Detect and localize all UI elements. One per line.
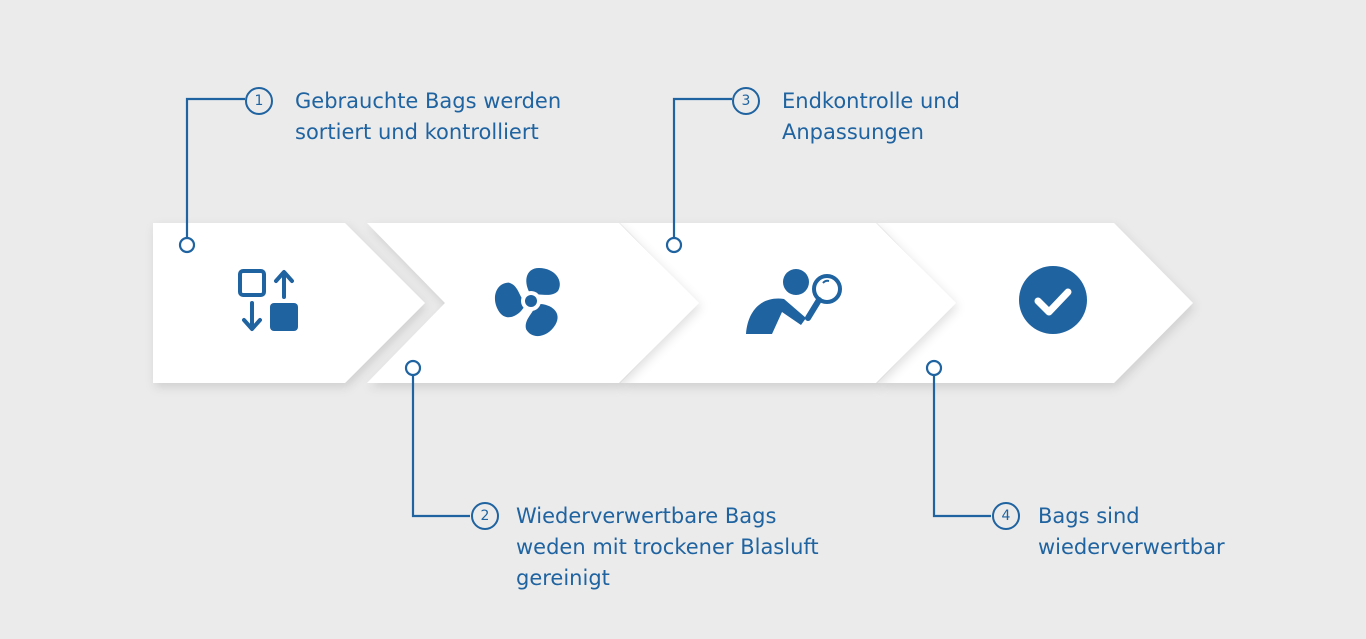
- connector-dot-3: [665, 236, 683, 254]
- step-1-line-2: sortiert und kontrolliert: [295, 120, 539, 144]
- connector-step-3: [672, 97, 732, 237]
- step-number-4: 4: [992, 502, 1020, 530]
- sort-arrows-icon: [238, 269, 298, 331]
- step-1-line-1: Gebrauchte Bags werden: [295, 89, 562, 113]
- step-number-2: 2: [471, 502, 499, 530]
- step-3-line-2: Anpassungen: [782, 120, 924, 144]
- step-number-3: 3: [732, 87, 760, 115]
- step-number-1: 1: [245, 87, 273, 115]
- connector-step-4: [932, 375, 991, 518]
- step-4-line-1: Bags sind: [1038, 504, 1140, 528]
- step-2-line-2: weden mit trockener Blasluft: [516, 535, 819, 559]
- connector-step-1: [185, 97, 245, 237]
- step-2-line-1: Wiederverwertbare Bags: [516, 504, 777, 528]
- connector-dot-2: [404, 359, 422, 377]
- connector-step-2: [411, 375, 470, 518]
- step-label-2: Wiederverwertbare Bags weden mit trocken…: [516, 501, 819, 594]
- step-3-line-1: Endkontrolle und: [782, 89, 960, 113]
- connector-dot-1: [178, 236, 196, 254]
- step-label-4: Bags sind wiederverwertbar: [1038, 501, 1225, 563]
- step-label-3: Endkontrolle und Anpassungen: [782, 86, 960, 148]
- fan-icon: [495, 268, 560, 336]
- step-label-1: Gebrauchte Bags werden sortiert und kont…: [295, 86, 561, 148]
- person-magnifier-icon: [746, 269, 842, 334]
- step-2-line-3: gereinigt: [516, 566, 610, 590]
- step-4-line-2: wiederverwertbar: [1038, 535, 1225, 559]
- connector-dot-4: [925, 359, 943, 377]
- checkmark-circle-icon: [1019, 266, 1087, 334]
